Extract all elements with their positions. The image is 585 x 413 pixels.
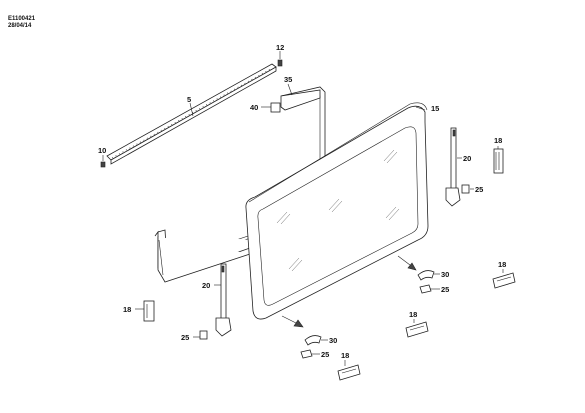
part-25-clip-right bbox=[461, 184, 470, 194]
callout-10: 10 bbox=[98, 146, 106, 155]
part-5-rail bbox=[106, 63, 277, 165]
part-18-bracket-left bbox=[143, 300, 155, 322]
callout-18-bottom: 18 bbox=[341, 351, 349, 360]
callout-40: 40 bbox=[250, 103, 258, 112]
part-30-handle-left bbox=[304, 335, 322, 346]
part-18-bracket-bottom bbox=[337, 364, 361, 381]
part-15-window bbox=[245, 102, 429, 320]
part-18-bracket-far-right bbox=[493, 148, 504, 174]
callout-30-right: 30 bbox=[441, 270, 449, 279]
part-25-clip-left bbox=[199, 330, 208, 340]
part-18-bracket-mid bbox=[405, 321, 429, 338]
callout-25-right: 25 bbox=[475, 185, 483, 194]
drawing-date: 28/04/14 bbox=[8, 23, 32, 29]
callout-18-mid: 18 bbox=[409, 310, 417, 319]
callout-18-far-right: 18 bbox=[494, 136, 502, 145]
callout-25-mid-left: 25 bbox=[321, 350, 329, 359]
callout-35: 35 bbox=[284, 75, 292, 84]
drawing-header: E1100421 28/04/14 bbox=[8, 16, 35, 30]
callout-20-left: 20 bbox=[202, 281, 210, 290]
callout-25-mid-right: 25 bbox=[441, 285, 449, 294]
part-30-handle-right bbox=[417, 270, 435, 281]
callout-20-right: 20 bbox=[463, 154, 471, 163]
part-25-clip-mid-left bbox=[300, 349, 313, 359]
callout-18-right-lower: 18 bbox=[498, 260, 506, 269]
part-10-clip bbox=[100, 161, 106, 168]
direction-arrow-right bbox=[397, 255, 417, 271]
callout-12: 12 bbox=[276, 43, 284, 52]
callout-15: 15 bbox=[431, 104, 439, 113]
direction-arrow-left bbox=[281, 315, 304, 328]
part-12-clip bbox=[277, 59, 283, 67]
callout-25-left: 25 bbox=[181, 333, 189, 342]
leader-lines bbox=[102, 51, 504, 366]
part-20-rod-right bbox=[445, 127, 461, 207]
callout-18-left: 18 bbox=[123, 305, 131, 314]
drawing-code: E1100421 bbox=[8, 16, 36, 22]
part-40-seal-end bbox=[270, 102, 281, 113]
part-20-rod-left bbox=[215, 263, 232, 337]
callout-30-left: 30 bbox=[329, 336, 337, 345]
callout-5: 5 bbox=[187, 95, 191, 104]
part-18-bracket-right-lower bbox=[492, 272, 516, 289]
part-25-clip-mid-right bbox=[419, 284, 432, 294]
